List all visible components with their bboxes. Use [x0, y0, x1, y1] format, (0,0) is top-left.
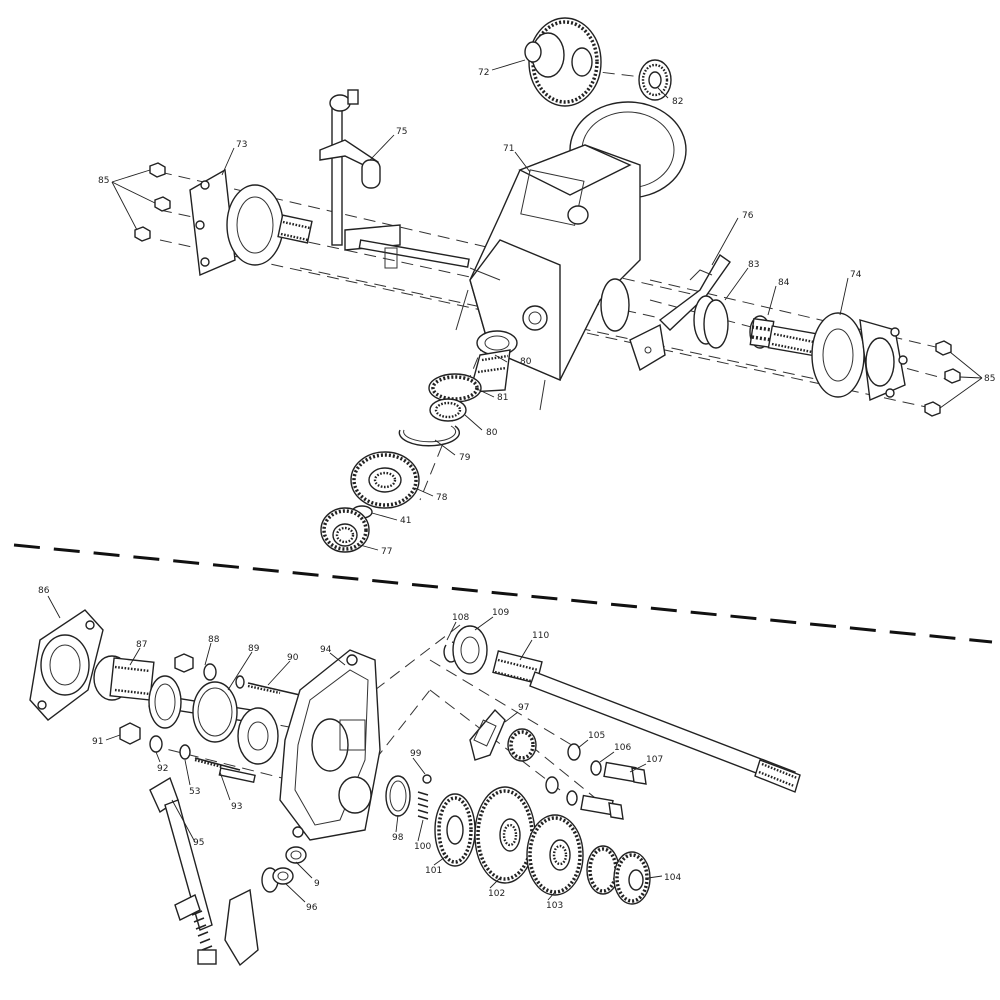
part-94-housing-cover [279, 649, 381, 841]
part-74-right-axle-hub [767, 312, 908, 402]
callout-91: 91 [92, 737, 103, 747]
callout-84: 84 [778, 278, 790, 288]
callout-90: 90 [287, 653, 299, 663]
callout-95: 95 [193, 838, 204, 848]
callout-9: 9 [314, 879, 320, 889]
callout-89: 89 [248, 644, 260, 654]
part-98-snap-ring [385, 775, 411, 817]
callout-79: 79 [459, 453, 471, 463]
part-76-bracket [629, 253, 731, 372]
callout-71: 71 [503, 144, 514, 154]
lower-callouts: 86 87 88 89 90 94 91 92 53 93 95 108 109… [38, 586, 681, 913]
callout-103: 103 [546, 901, 563, 911]
callout-101: 101 [425, 866, 442, 876]
part-73-left-axle-hub [189, 168, 313, 277]
part-71-transmission-housing [455, 101, 687, 411]
callout-93: 93 [231, 802, 242, 812]
part-110-output-shaft [492, 650, 801, 793]
callout-76: 76 [742, 211, 754, 221]
part-101-gear [434, 793, 476, 867]
part-77-gear [320, 507, 370, 553]
lower-assembly: 86 87 88 89 90 94 91 92 53 93 95 108 109… [29, 586, 801, 967]
callout-100: 100 [414, 842, 431, 852]
callout-94: 94 [320, 645, 332, 655]
callout-82: 82 [672, 97, 683, 107]
callout-75: 75 [396, 127, 407, 137]
callout-96: 96 [306, 903, 318, 913]
part-53-93-stud [179, 744, 256, 784]
upper-assembly: 72 82 75 71 73 85 76 83 84 74 85 80 81 8… [98, 17, 995, 557]
callout-80-a: 80 [520, 357, 532, 367]
upper-callouts: 72 82 75 71 73 85 76 83 84 74 85 80 81 8… [98, 68, 995, 557]
part-92-ring [149, 735, 163, 753]
part-105-106-107-fasteners [545, 743, 647, 820]
part-75-shift-lever [319, 89, 470, 269]
callout-81: 81 [497, 393, 508, 403]
part-72-differential-gear [524, 17, 602, 107]
callout-41: 41 [400, 516, 411, 526]
callout-53: 53 [189, 787, 200, 797]
callout-106: 106 [614, 743, 631, 753]
callout-92: 92 [157, 764, 168, 774]
callout-73: 73 [236, 140, 247, 150]
lower-leader-lines [47, 595, 663, 903]
upper-leader-lines [221, 59, 849, 551]
callout-88: 88 [208, 635, 220, 645]
callout-107: 107 [646, 755, 663, 765]
part-86-flange-plate [29, 609, 104, 721]
callout-98: 98 [392, 833, 404, 843]
callout-105-a: 105 [588, 731, 605, 741]
part-104-cluster-gear [586, 845, 651, 905]
callout-74: 74 [850, 270, 862, 280]
part-82-bearing [638, 59, 672, 101]
callout-108: 108 [452, 613, 469, 623]
part-79-snap-ring [398, 425, 460, 447]
callout-72: 72 [478, 68, 489, 78]
callout-80-b: 80 [486, 428, 498, 438]
callout-110: 110 [532, 631, 549, 641]
callout-85-left: 85 [98, 176, 109, 186]
part-85-nuts-left [111, 162, 171, 242]
part-85-nuts-right [924, 340, 983, 417]
part-103-gear [526, 814, 584, 896]
callout-86: 86 [38, 586, 50, 596]
callout-77: 77 [381, 547, 392, 557]
part-89-retainer-ring [148, 675, 238, 743]
section-separator [13, 543, 993, 644]
callout-87: 87 [136, 640, 147, 650]
callout-104: 104 [664, 873, 681, 883]
part-102-gear [474, 786, 536, 884]
part-78-gear [350, 451, 420, 509]
callout-99: 99 [410, 749, 422, 759]
part-87-input-shaft [93, 655, 261, 724]
part-99-100-detent [417, 774, 432, 820]
part-9-96-seals [272, 846, 307, 885]
part-95-shift-lever [149, 776, 279, 967]
callout-97: 97 [518, 703, 529, 713]
part-108-109-bearing [443, 625, 488, 675]
callout-78: 78 [436, 493, 448, 503]
part-97-shift-fork [469, 708, 537, 762]
callout-85-right: 85 [984, 374, 995, 384]
part-90-stud-and-bearing [235, 675, 301, 765]
callout-83: 83 [748, 260, 759, 270]
callout-102: 102 [488, 889, 505, 899]
part-91-nut [119, 722, 141, 745]
part-88-nut-washer [174, 653, 217, 681]
callout-109: 109 [492, 608, 509, 618]
part-83-seal-rings [693, 295, 729, 349]
part-80-81-pinion-shaft [428, 330, 518, 422]
